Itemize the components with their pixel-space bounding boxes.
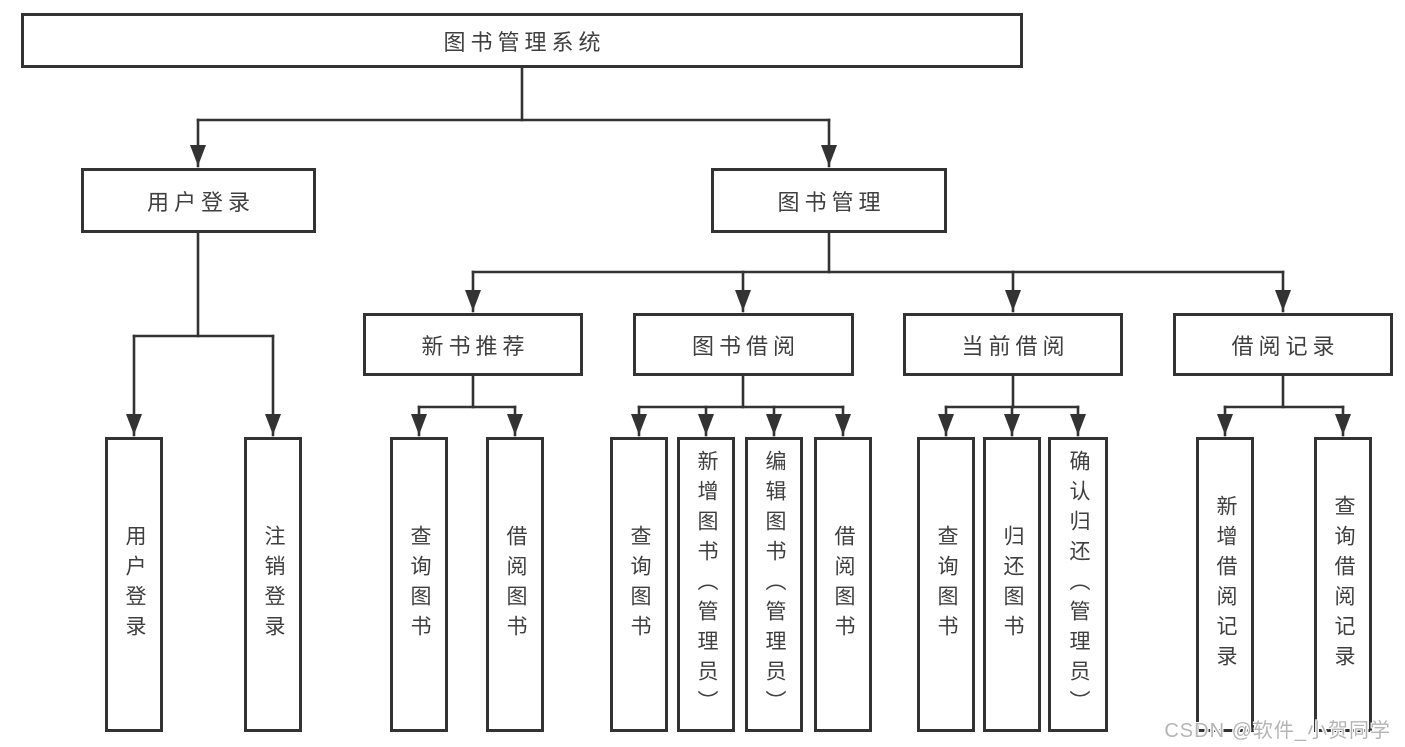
- node-add-borrow-record: 新增借阅记录: [1196, 437, 1254, 732]
- node-edit-book-admin: 编辑图书（管理员）: [745, 437, 803, 732]
- node-current-borrow: 当前借阅: [903, 313, 1123, 376]
- node-borrow-books-recommend: 借阅图书: [486, 437, 544, 732]
- node-label: 借阅图书: [504, 524, 527, 645]
- node-label: 注销登录: [262, 524, 285, 645]
- node-query-books-borrow: 查询图书: [610, 437, 668, 732]
- node-borrow-books-leaf: 借阅图书: [814, 437, 872, 732]
- node-label: 确认归还（管理员）: [1067, 449, 1090, 720]
- node-book-management: 图书管理: [711, 168, 947, 233]
- node-label: 查询借阅记录: [1332, 494, 1355, 675]
- node-label: 图书管理系统: [443, 29, 606, 55]
- node-label: 新书推荐: [421, 333, 530, 359]
- node-logout-leaf: 注销登录: [244, 437, 302, 732]
- node-label: 图书管理: [777, 189, 886, 215]
- node-label: 新增图书（管理员）: [695, 449, 718, 720]
- node-label: 图书借阅: [691, 333, 800, 359]
- node-label: 查询图书: [628, 524, 651, 645]
- node-confirm-return-admin: 确认归还（管理员）: [1048, 437, 1108, 732]
- node-label: 新增借阅记录: [1214, 494, 1237, 675]
- node-new-book-recommend: 新书推荐: [363, 313, 583, 376]
- node-label: 用户登录: [146, 189, 255, 215]
- node-user-login-leaf: 用户登录: [105, 437, 163, 732]
- node-query-books-current: 查询图书: [917, 437, 975, 732]
- node-return-book: 归还图书: [983, 437, 1041, 732]
- node-label: 借阅图书: [832, 524, 855, 645]
- node-label: 查询图书: [408, 524, 431, 645]
- node-add-book-admin: 新增图书（管理员）: [677, 437, 735, 732]
- node-borrow-records: 借阅记录: [1173, 313, 1393, 376]
- node-query-borrow-record: 查询借阅记录: [1314, 437, 1372, 732]
- node-book-borrow: 图书借阅: [633, 313, 854, 376]
- node-user-login: 用户登录: [81, 168, 316, 233]
- node-label: 查询图书: [935, 524, 958, 645]
- node-label: 编辑图书（管理员）: [763, 449, 786, 720]
- node-label: 用户登录: [123, 524, 146, 645]
- csdn-watermark: CSDN @软件_小贺同学: [1164, 720, 1391, 742]
- node-query-books-recommend: 查询图书: [390, 437, 448, 732]
- node-library-management-system: 图书管理系统: [21, 13, 1023, 68]
- node-label: 借阅记录: [1231, 333, 1340, 359]
- node-label: 归还图书: [1001, 524, 1024, 645]
- node-label: 当前借阅: [961, 333, 1070, 359]
